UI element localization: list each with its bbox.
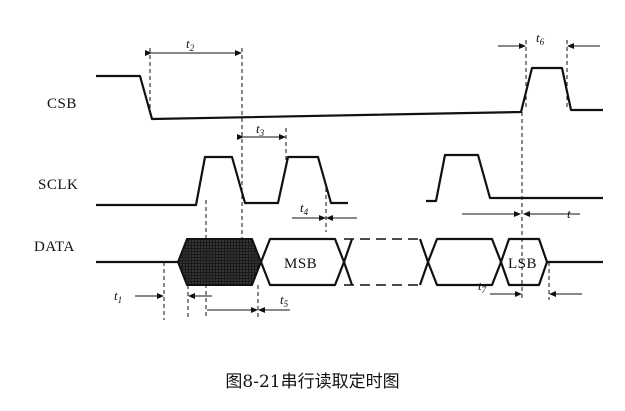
data-bit-box (426, 237, 503, 287)
sclk-label: SCLK (38, 177, 78, 193)
t4-label: t4 (300, 200, 309, 217)
data-label: DATA (34, 239, 75, 255)
figure-caption: 图8-21串行读取定时图 (225, 372, 400, 392)
msb-label: MSB (284, 256, 317, 272)
t6-label: t6 (536, 30, 545, 47)
sclk-waveform-late (426, 153, 603, 203)
t5-label: t5 (280, 292, 289, 309)
data-cross-2 (418, 238, 430, 286)
csb-waveform (96, 66, 603, 121)
sclk-waveform (96, 155, 348, 207)
t1-label: t1 (114, 288, 122, 305)
lsb-label: LSB (508, 256, 537, 272)
t-label: t (567, 206, 571, 221)
t2-label: t2 (186, 36, 195, 53)
data-invalid-region (176, 238, 263, 286)
t3-label: t3 (256, 121, 265, 138)
csb-label: CSB (47, 96, 77, 112)
data-cross-1 (342, 238, 354, 286)
t7-label: t7 (478, 278, 487, 295)
